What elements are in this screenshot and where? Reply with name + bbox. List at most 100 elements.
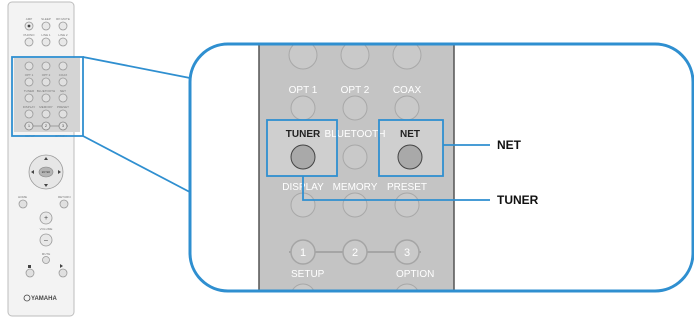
mag-preset-2-label: 2: [352, 247, 358, 259]
mag-top-button-3[interactable]: [392, 41, 422, 70]
remote-label-opt1: OPT 1: [25, 73, 34, 77]
remote-preset-button[interactable]: [58, 109, 68, 119]
mag-opt2-button[interactable]: [342, 95, 368, 121]
remote-phono-button[interactable]: [24, 37, 34, 47]
down-arrow-icon[interactable]: [44, 184, 48, 187]
mag-preset-3-button[interactable]: [394, 239, 420, 265]
remote-line2-button[interactable]: [58, 37, 68, 47]
mag-label-preset: PRESET: [387, 182, 427, 193]
remote-net-button[interactable]: [58, 93, 68, 103]
remote-label-coax: COAX: [59, 73, 68, 77]
remote-memory-button[interactable]: [41, 109, 51, 119]
mag-label-net: NET: [400, 129, 420, 140]
yamaha-logo-icon: [23, 294, 31, 302]
mag-option-button[interactable]: [394, 283, 420, 308]
remote-preset-3-button[interactable]: [58, 121, 68, 131]
remote-label-line2: LINE 2: [58, 33, 68, 37]
up-arrow-icon[interactable]: [44, 157, 48, 160]
stop-icon: [28, 265, 31, 268]
remote-tuner-button[interactable]: [24, 93, 34, 103]
remote-preset-2-label: 2: [45, 123, 48, 128]
remote-stop-button[interactable]: [25, 268, 35, 278]
remote-top-button-3[interactable]: [58, 61, 68, 71]
magnified-frame: [188, 42, 694, 293]
right-arrow-icon[interactable]: [58, 170, 61, 174]
remote-label-amp: AMP: [26, 17, 33, 21]
mag-net-button[interactable]: [397, 144, 423, 170]
plus-icon: +: [44, 215, 48, 222]
mag-label-coax: COAX: [393, 85, 422, 96]
mag-label-memory: MEMORY: [333, 182, 378, 193]
remote-label-display: DISPLAY: [23, 105, 35, 109]
remote-preset-3-label: 3: [62, 123, 65, 128]
zoom-connector-bottom: [82, 135, 206, 201]
mag-preset-1-button[interactable]: [290, 239, 316, 265]
remote-mute-button[interactable]: [42, 256, 50, 264]
tuner-callout-label: TUNER: [497, 193, 539, 207]
minus-icon: –: [44, 237, 48, 244]
mag-label-opt1: OPT 1: [289, 85, 318, 96]
remote-highlight-box: [11, 56, 84, 137]
remote-label-preset: PRESET: [57, 105, 69, 109]
remote-return-button[interactable]: [59, 199, 69, 209]
mag-opt1-button[interactable]: [290, 95, 316, 121]
remote-label-line1: LINE 1: [41, 33, 51, 37]
remote-control: AMP SLEEP RP-MUTE PHONO LINE 1 LINE 2 OP…: [7, 1, 84, 317]
mag-setup-button[interactable]: [290, 283, 316, 308]
remote-home-label: HOME: [18, 195, 27, 199]
zoom-connector-top: [82, 56, 191, 79]
net-callout-label: NET: [497, 138, 521, 152]
remote-rp-mute-button[interactable]: [58, 21, 68, 31]
remote-play-pause-button[interactable]: [58, 268, 68, 278]
mag-setup-label: SETUP: [291, 269, 325, 280]
remote-opt1-button[interactable]: [24, 77, 34, 87]
tuner-callout-line: [302, 176, 490, 201]
remote-label-memory: MEMORY: [39, 105, 52, 109]
remote-label-phono: PHONO: [23, 33, 35, 37]
remote-mute-label: MUTE: [42, 252, 51, 256]
remote-label-sleep: SLEEP: [41, 17, 51, 21]
remote-line1-button[interactable]: [41, 37, 51, 47]
remote-bluetooth-button[interactable]: [41, 93, 51, 103]
remote-return-label: RETURN: [58, 195, 71, 199]
remote-top-button-1[interactable]: [24, 61, 34, 71]
mag-preset-1-label: 1: [300, 247, 306, 259]
mag-preset-2-button[interactable]: [342, 239, 368, 265]
mag-coax-button[interactable]: [394, 95, 420, 121]
left-arrow-icon[interactable]: [31, 170, 34, 174]
remote-volume-up-button[interactable]: [39, 211, 53, 225]
remote-volume-label: VOLUME: [40, 227, 53, 231]
tuner-highlight-box: [266, 119, 338, 177]
mag-tuner-button[interactable]: [290, 144, 316, 170]
brand-label: YAMAHA: [31, 296, 57, 302]
mag-label-tuner: TUNER: [286, 129, 321, 140]
remote-sleep-button[interactable]: [41, 21, 51, 31]
mag-label-opt2: OPT 2: [341, 85, 370, 96]
mag-memory-button[interactable]: [342, 192, 368, 218]
remote-label-opt2: OPT 2: [42, 73, 51, 77]
remote-enter-button[interactable]: [38, 166, 54, 178]
remote-preset-2-button[interactable]: [41, 121, 51, 131]
mag-top-button-1[interactable]: [288, 41, 318, 70]
remote-home-button[interactable]: [18, 199, 28, 209]
magnified-view: OPT 1 OPT 2 COAX TUNER BLUETOOTH NET DIS…: [190, 41, 693, 308]
remote-opt2-button[interactable]: [41, 77, 51, 87]
remote-label-bluetooth: BLUETOOTH: [37, 89, 55, 93]
power-dot-icon: [27, 24, 31, 28]
remote-volume-down-button[interactable]: [39, 233, 53, 247]
mag-bluetooth-button[interactable]: [342, 144, 368, 170]
remote-top-button-2[interactable]: [41, 61, 51, 71]
remote-coax-button[interactable]: [58, 77, 68, 87]
remote-preset-1-label: 1: [28, 123, 31, 128]
mag-top-button-2[interactable]: [340, 41, 370, 70]
remote-preset-1-button[interactable]: [24, 121, 34, 131]
mag-preset-button[interactable]: [394, 192, 420, 218]
remote-display-button[interactable]: [24, 109, 34, 119]
mag-label-bluetooth: BLUETOOTH: [325, 129, 386, 140]
mag-preset-3-label: 3: [404, 247, 410, 259]
remote-enter-label: ENTER: [42, 171, 51, 174]
remote-label-rp-mute: RP-MUTE: [56, 17, 70, 21]
play-pause-icon: [60, 264, 63, 268]
mag-option-label: OPTION: [396, 269, 434, 280]
